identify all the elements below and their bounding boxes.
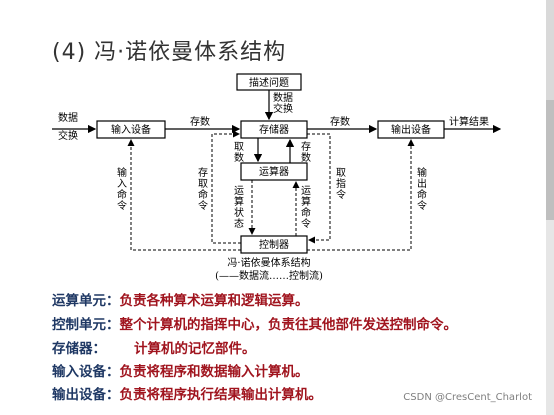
svg-text:运: 运 xyxy=(301,185,311,197)
diagram-labels: 数据 交换 数据 交换 存数 存数 计算结果 取 数 存 数 存 取 命 令 输… xyxy=(58,91,489,282)
svg-text:入: 入 xyxy=(117,179,127,190)
svg-text:交换: 交换 xyxy=(273,102,293,115)
block-describe: 描述问题 xyxy=(236,73,302,91)
diagram-caption: 冯·诺依曼体系结构 xyxy=(227,256,310,269)
svg-text:存: 存 xyxy=(198,166,208,179)
desc-alu: 运算单元：负责各种算术运算和逻辑运算。 xyxy=(52,292,309,310)
svg-text:指: 指 xyxy=(336,177,346,190)
label-fetch-instr: 存 取 命 令 xyxy=(198,166,208,212)
svg-text:令: 令 xyxy=(336,188,346,201)
block-controller: 控制器 xyxy=(240,235,308,254)
desc-definition: 整个计算机的指挥中心，负责往其他部件发送控制命令。 xyxy=(119,317,458,333)
svg-text:令: 令 xyxy=(417,199,427,212)
desc-term: 输出设备： xyxy=(52,387,120,403)
svg-text:命: 命 xyxy=(417,188,427,201)
desc-input-device: 输入设备：负责将程序和数据输入计算机。 xyxy=(52,363,309,381)
desc-definition: 负责将程序执行结果输出计算机。 xyxy=(119,387,323,403)
svg-text:交换: 交换 xyxy=(58,129,78,142)
svg-text:控制器: 控制器 xyxy=(259,238,289,251)
svg-text:取: 取 xyxy=(234,141,244,153)
svg-text:存数: 存数 xyxy=(330,115,350,128)
svg-text:算: 算 xyxy=(301,195,311,208)
block-input-device: 输入设备 xyxy=(96,120,166,139)
svg-text:态: 态 xyxy=(234,217,244,230)
svg-text:算: 算 xyxy=(234,195,244,208)
diagram-legend: (——数据流……控制流) xyxy=(215,269,323,282)
svg-text:取: 取 xyxy=(336,167,346,179)
desc-definition: 负责将程序和数据输入计算机。 xyxy=(119,364,309,380)
desc-term: 输入设备： xyxy=(52,364,120,380)
label-alu-cmd: 运 算 命 令 xyxy=(301,185,311,230)
svg-text:命: 命 xyxy=(198,188,208,201)
data-flow-arrows xyxy=(52,90,502,163)
block-output-device: 输出设备 xyxy=(377,120,445,139)
svg-text:命: 命 xyxy=(301,206,311,219)
svg-text:令: 令 xyxy=(198,199,208,212)
svg-text:输: 输 xyxy=(417,166,427,179)
svg-text:输: 输 xyxy=(117,166,127,179)
svg-text:数: 数 xyxy=(301,151,311,164)
desc-term: 控制单元： xyxy=(52,317,120,333)
svg-text:状: 状 xyxy=(234,206,244,219)
svg-text:令: 令 xyxy=(301,217,311,230)
svg-text:计算结果: 计算结果 xyxy=(449,115,489,128)
desc-definition: 负责各种算术运算和逻辑运算。 xyxy=(119,293,309,309)
desc-output-device: 输出设备：负责将程序执行结果输出计算机。 xyxy=(52,386,322,404)
svg-text:运: 运 xyxy=(234,185,244,197)
label-output-cmd: 输 出 命 令 xyxy=(417,166,427,212)
desc-term: 存储器： xyxy=(52,341,106,357)
svg-text:描述问题: 描述问题 xyxy=(249,76,289,89)
desc-definition: 计算机的记忆部件。 xyxy=(134,341,256,357)
svg-text:取: 取 xyxy=(198,178,208,190)
svg-text:运算器: 运算器 xyxy=(259,165,289,178)
decorative-side-bar xyxy=(534,0,554,415)
svg-text:数据: 数据 xyxy=(58,111,78,124)
watermark: CSDN @CresCent_Charlot xyxy=(403,392,532,403)
label-alu-state: 运 算 状 态 xyxy=(234,185,244,230)
svg-text:数: 数 xyxy=(234,151,244,164)
svg-text:存数: 存数 xyxy=(190,115,210,128)
desc-memory: 存储器： 计算机的记忆部件。 xyxy=(52,340,256,358)
block-memory: 存储器 xyxy=(240,120,308,139)
slide-title: (4) 冯·诺依曼体系结构 xyxy=(52,40,287,65)
svg-text:输出设备: 输出设备 xyxy=(391,123,431,136)
svg-text:存: 存 xyxy=(301,140,311,153)
desc-control-unit: 控制单元：整个计算机的指挥中心，负责往其他部件发送控制命令。 xyxy=(52,316,457,334)
label-input-cmd: 输 入 命 令 xyxy=(117,166,127,212)
control-flow-lines xyxy=(127,130,415,251)
svg-text:令: 令 xyxy=(117,199,127,212)
svg-text:数据: 数据 xyxy=(273,91,293,104)
desc-term: 运算单元： xyxy=(52,293,120,309)
svg-text:输入设备: 输入设备 xyxy=(111,123,151,136)
block-alu: 运算器 xyxy=(240,162,308,181)
svg-text:命: 命 xyxy=(117,188,127,201)
svg-text:存储器: 存储器 xyxy=(259,123,289,136)
svg-text:出: 出 xyxy=(417,177,427,190)
label-fetch-op: 取 指 令 xyxy=(336,167,346,201)
